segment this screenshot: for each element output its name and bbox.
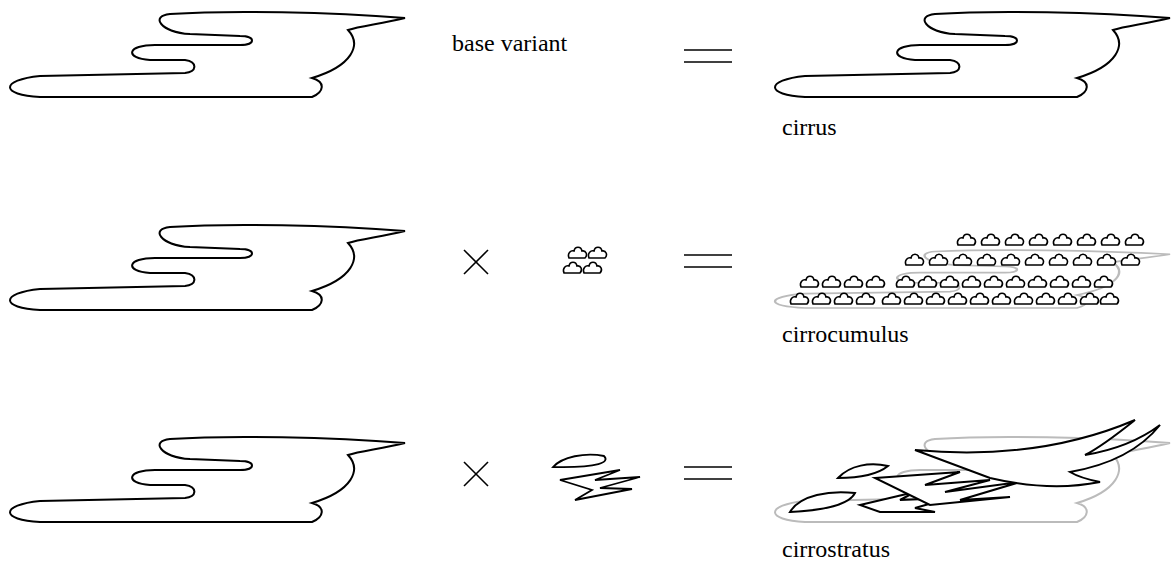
cumulus-puff [844, 276, 862, 287]
cumulus-puff [1097, 254, 1115, 265]
cumulus-puff [1101, 234, 1119, 245]
cirrus-cloud [10, 225, 405, 310]
grey-outline [775, 250, 1170, 308]
cumulus-puff [1006, 276, 1024, 287]
cumulus-puff [822, 276, 840, 287]
puff-icon [563, 247, 606, 273]
cumulus-puff [926, 293, 944, 304]
cumulus-puff [918, 276, 936, 287]
cumulus-puff [1050, 276, 1068, 287]
cumulus-puff [1036, 293, 1054, 304]
cirrus-cloud [10, 12, 405, 97]
cumulus-puff [1121, 254, 1139, 265]
cloud-name: cirrocumulus [782, 322, 909, 346]
stratus-wisps [790, 420, 1160, 512]
cumulus-puff [1100, 293, 1118, 304]
row-label: base variant [452, 31, 567, 55]
cumulus-puff [834, 293, 852, 304]
cirrus-cloud [775, 12, 1170, 97]
cumulus-puffs [790, 234, 1143, 304]
cumulus-puff [940, 276, 958, 287]
cumulus-puff [905, 254, 923, 265]
cumulus-puff [962, 276, 980, 287]
cumulus-puff [1072, 276, 1090, 287]
cumulus-puff [1005, 234, 1023, 245]
cumulus-puff [1080, 293, 1098, 304]
cumulus-puff [1058, 293, 1076, 304]
cumulus-puff [970, 293, 988, 304]
cumulus-puff [896, 276, 914, 287]
cumulus-puff [856, 293, 874, 304]
cumulus-puff [882, 293, 900, 304]
cumulus-puff [1125, 234, 1143, 245]
cumulus-puff [948, 293, 966, 304]
cumulus-puff [790, 293, 808, 304]
cumulus-puff [957, 234, 975, 245]
cumulus-puff [1025, 254, 1043, 265]
cumulus-puff [953, 254, 971, 265]
cumulus-puff [992, 293, 1010, 304]
cumulus-puff [977, 254, 995, 265]
cumulus-puff [981, 234, 999, 245]
cumulus-puff [1001, 254, 1019, 265]
cumulus-puff [866, 276, 884, 287]
cumulus-puff [1014, 293, 1032, 304]
cumulus-puff [1094, 276, 1112, 287]
cumulus-puff [1077, 234, 1095, 245]
cumulus-puff [812, 293, 830, 304]
wisp-icon [553, 455, 640, 500]
operator-symbols [464, 50, 732, 486]
cumulus-puff [929, 254, 947, 265]
cumulus-puff [1028, 276, 1046, 287]
cumulus-puff [1029, 234, 1047, 245]
cloud-name: cirrostratus [782, 537, 890, 561]
cumulus-puff [800, 276, 818, 287]
cumulus-puff [1073, 254, 1091, 265]
cumulus-puff [1049, 254, 1067, 265]
cirrus-cloud [10, 437, 405, 522]
cumulus-puff [984, 276, 1002, 287]
cumulus-puff [1053, 234, 1071, 245]
cloud-name: cirrus [782, 115, 837, 139]
cumulus-puff [904, 293, 922, 304]
